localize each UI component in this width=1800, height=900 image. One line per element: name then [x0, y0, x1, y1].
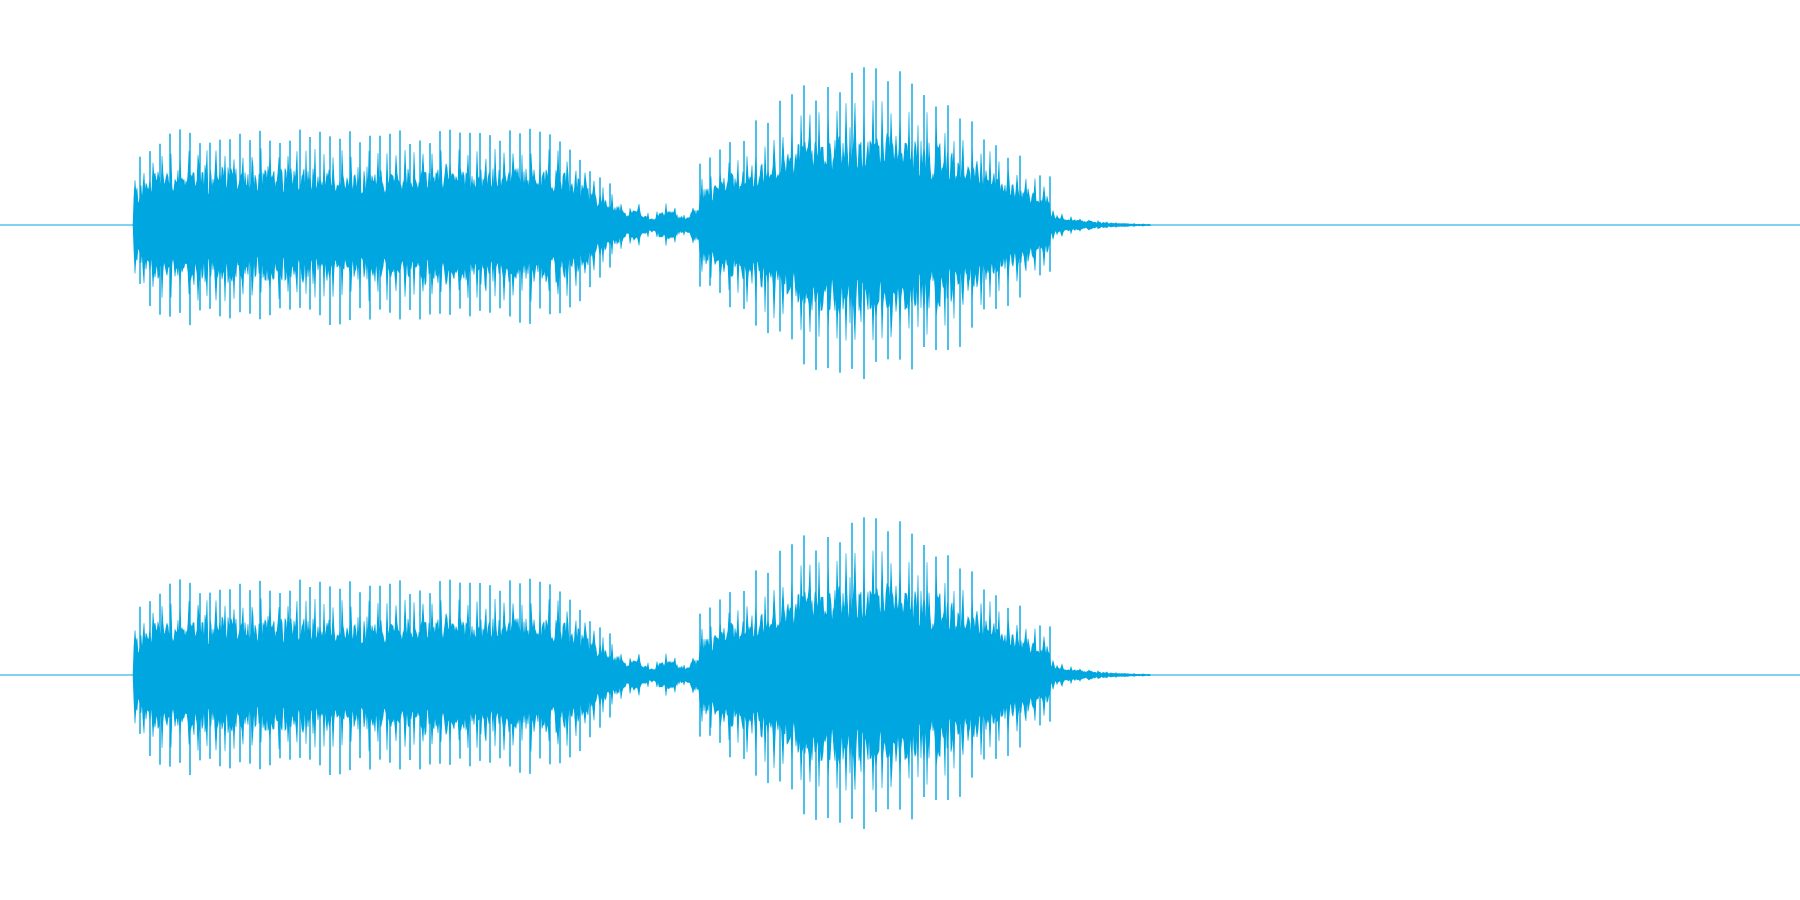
waveform-channel-1 [0, 67, 1800, 379]
waveform-channel-2 [0, 517, 1800, 829]
